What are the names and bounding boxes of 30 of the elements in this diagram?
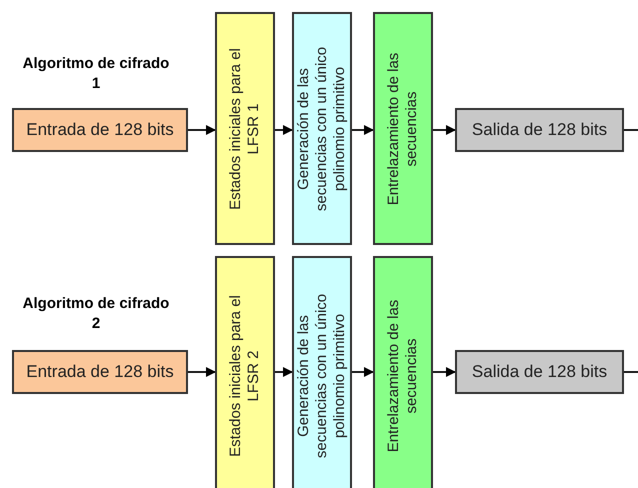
process-box [215,256,275,488]
process-box [373,12,433,245]
arrow [352,125,374,135]
input-box [12,108,188,152]
process-box [373,256,433,488]
box-label: Entrada de 128 bits [26,119,174,142]
box-label: Generación de las secuencias con un único polinomio primitivo [295,294,348,458]
arrow [352,367,374,377]
box-label: Entrelazamiento de las secuencias [385,52,420,205]
box-label: Generación de las secuencias con un único polinomio primitivo [295,46,348,211]
arrow [188,125,216,135]
output-box [455,108,624,152]
box-label: Estados iniciales para el LFSR 1 [227,48,262,210]
process-box [215,12,275,245]
arrow [188,367,216,377]
box-label: Entrelazamiento de las secuencias [385,300,420,452]
box-label: Estados iniciales para el LFSR 2 [227,295,262,457]
process-box [292,256,352,488]
process-box [292,12,352,245]
arrow [433,125,456,135]
arrow [275,125,293,135]
input-box [12,350,188,394]
output-box [455,350,624,394]
box-label: Salida de 128 bits [472,361,608,384]
arrow [433,367,456,377]
box-label: Salida de 128 bits [472,119,608,142]
box-label: Entrada de 128 bits [26,361,174,384]
arrow [275,367,293,377]
section-heading: Algoritmo de cifrado 1 [22,54,170,94]
section-heading: Algoritmo de cifrado 2 [22,294,170,334]
